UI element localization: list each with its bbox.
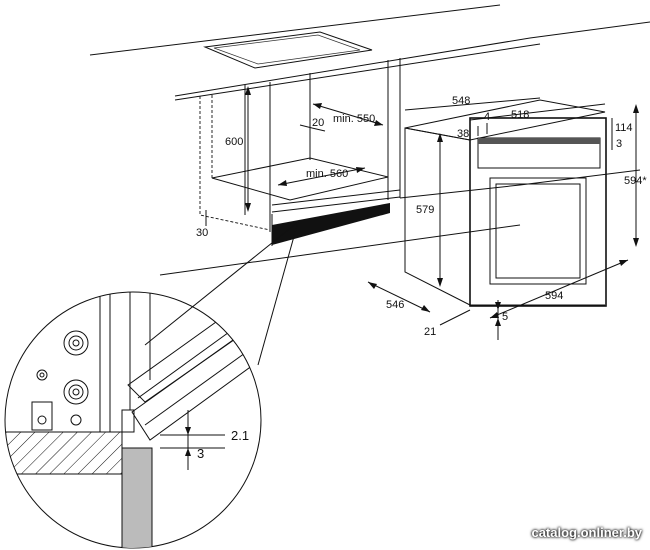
label-oven-width: 594 (545, 290, 563, 302)
label-oven-depth-top: 548 (452, 95, 470, 107)
label-oven-height-total: 594* (624, 175, 647, 187)
label-door-depth: 21 (424, 326, 436, 338)
label-oven-depth-bottom: 546 (386, 299, 404, 311)
label-panel-gap: 3 (616, 138, 622, 150)
cabinet-drawing (89, 4, 650, 276)
dimension-labels: 600 min. 550 20 min. 560 30 548 4 518 38… (196, 95, 647, 461)
label-bottom-gap: 5 (502, 311, 508, 323)
label-detail-gap-a: 2.1 (231, 428, 249, 443)
oven-drawing (367, 97, 639, 340)
detail-callout (4, 221, 299, 549)
label-panel-depth: 518 (511, 109, 529, 121)
label-niche-width: min. 560 (306, 168, 348, 180)
label-panel-height: 114 (615, 122, 633, 134)
label-panel-inset: 38 (457, 128, 469, 140)
label-oven-body-height: 579 (416, 204, 434, 216)
label-detail-gap-b: 3 (197, 446, 204, 461)
label-niche-height: 600 (225, 136, 243, 148)
label-niche-depth: min. 550 (333, 113, 375, 125)
label-panel-offset: 4 (484, 111, 490, 123)
watermark: catalog.onliner.by (531, 525, 642, 540)
label-plinth: 30 (196, 227, 208, 239)
label-gap-top: 20 (312, 117, 324, 129)
